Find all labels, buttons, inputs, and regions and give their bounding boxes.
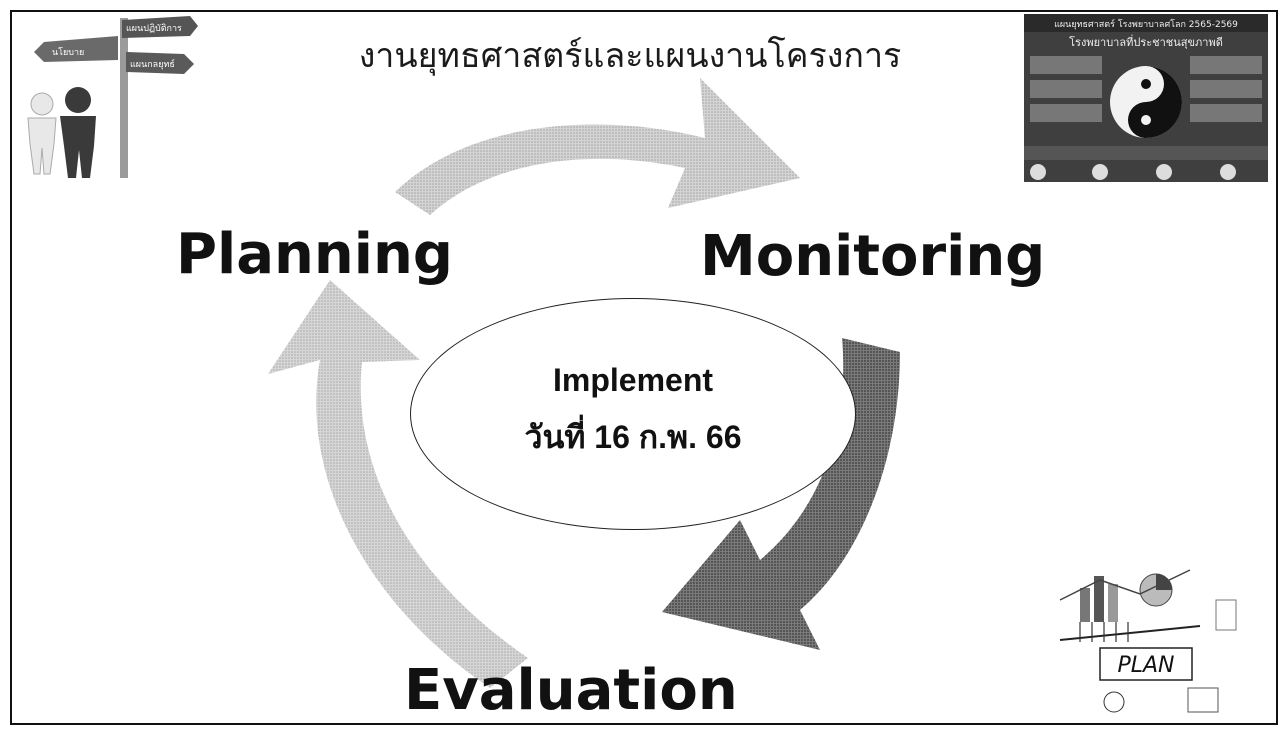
implement-ellipse (410, 298, 856, 530)
implement-title: Implement (552, 362, 714, 398)
signpost-illustration: แผนปฏิบัติการ นโยบาย แผนกลยุทธ์ (27, 16, 198, 178)
plan-word: PLAN (1117, 653, 1174, 678)
yin-yang-icon (1110, 66, 1182, 138)
svg-text:แผนกลยุทธ์: แผนกลยุทธ์ (130, 58, 175, 70)
poster-banner: โรงพยาบาลที่ประชาชนสุขภาพดี (1069, 34, 1223, 49)
signpost-sign-left: นโยบาย (34, 36, 118, 62)
arrow-left (268, 280, 528, 688)
poster-header: แผนยุทธศาสตร์ โรงพยาบาลศโลก 2565-2569 (1054, 18, 1238, 30)
stage-monitoring: Monitoring (700, 224, 1046, 289)
implement-date: วันที่ 16 ก.พ. 66 (524, 419, 742, 455)
person-white-icon (27, 92, 57, 175)
signpost-icon (120, 18, 128, 178)
person-dark-icon (60, 87, 96, 178)
arrow-top (395, 78, 800, 215)
stage-planning: Planning (176, 222, 453, 287)
svg-text:แผนปฏิบัติการ: แผนปฏิบัติการ (126, 23, 182, 34)
slide-title: งานยุทธศาสตร์และแผนงานโครงการ (358, 36, 902, 76)
signpost-sign-top: แผนปฏิบัติการ (122, 16, 198, 38)
svg-text:นโยบาย: นโยบาย (52, 47, 84, 58)
stage-evaluation: Evaluation (404, 658, 738, 723)
strategy-poster: แผนยุทธศาสตร์ โรงพยาบาลศโลก 2565-2569 โร… (1024, 14, 1268, 182)
signpost-sign-right: แผนกลยุทธ์ (126, 52, 194, 74)
plan-sketch-icon: PLAN (1059, 569, 1237, 713)
